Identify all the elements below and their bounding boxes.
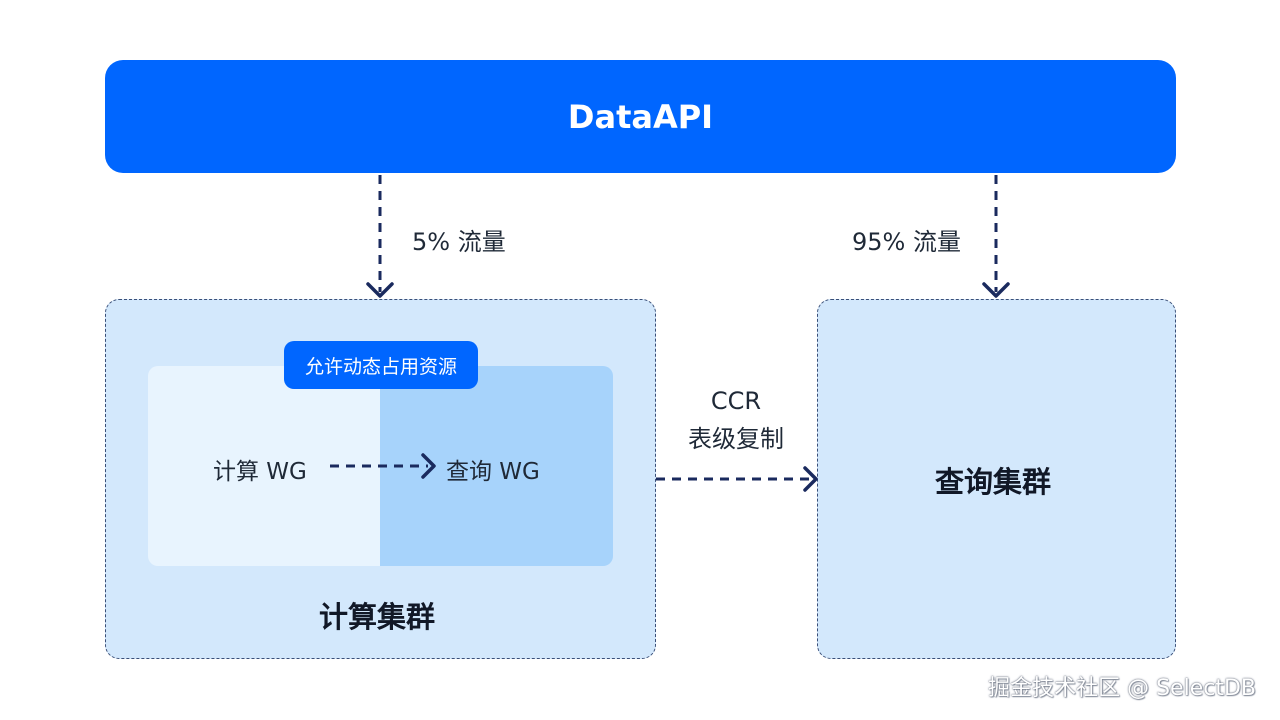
ccr-label-line2: 表级复制 bbox=[688, 425, 784, 453]
compute-wg-label: 计算 WG bbox=[213, 459, 307, 485]
ccr-arrowhead bbox=[803, 466, 818, 492]
right-flow-label: 95% 流量 bbox=[852, 228, 961, 256]
ccr-replication-label: CCR 表级复制 bbox=[676, 382, 796, 458]
query-cluster-title: 查询集群 bbox=[935, 465, 1052, 499]
left-flow-arrowhead bbox=[366, 282, 394, 298]
watermark: 掘金技术社区 @ SelectDB bbox=[988, 676, 1256, 701]
dataapi-title: DataAPI bbox=[567, 97, 714, 136]
ccr-label-line1: CCR bbox=[710, 387, 762, 415]
dataapi-bar: DataAPI bbox=[105, 60, 1176, 173]
compute-cluster-title: 计算集群 bbox=[319, 600, 436, 634]
query-cluster-box bbox=[817, 299, 1176, 659]
query-wg-label: 查询 WG bbox=[446, 459, 540, 485]
dynamic-resource-badge: 允许动态占用资源 bbox=[284, 341, 478, 389]
badge-label: 允许动态占用资源 bbox=[304, 355, 457, 378]
left-flow-label: 5% 流量 bbox=[412, 228, 506, 256]
right-flow-arrowhead bbox=[982, 282, 1010, 298]
